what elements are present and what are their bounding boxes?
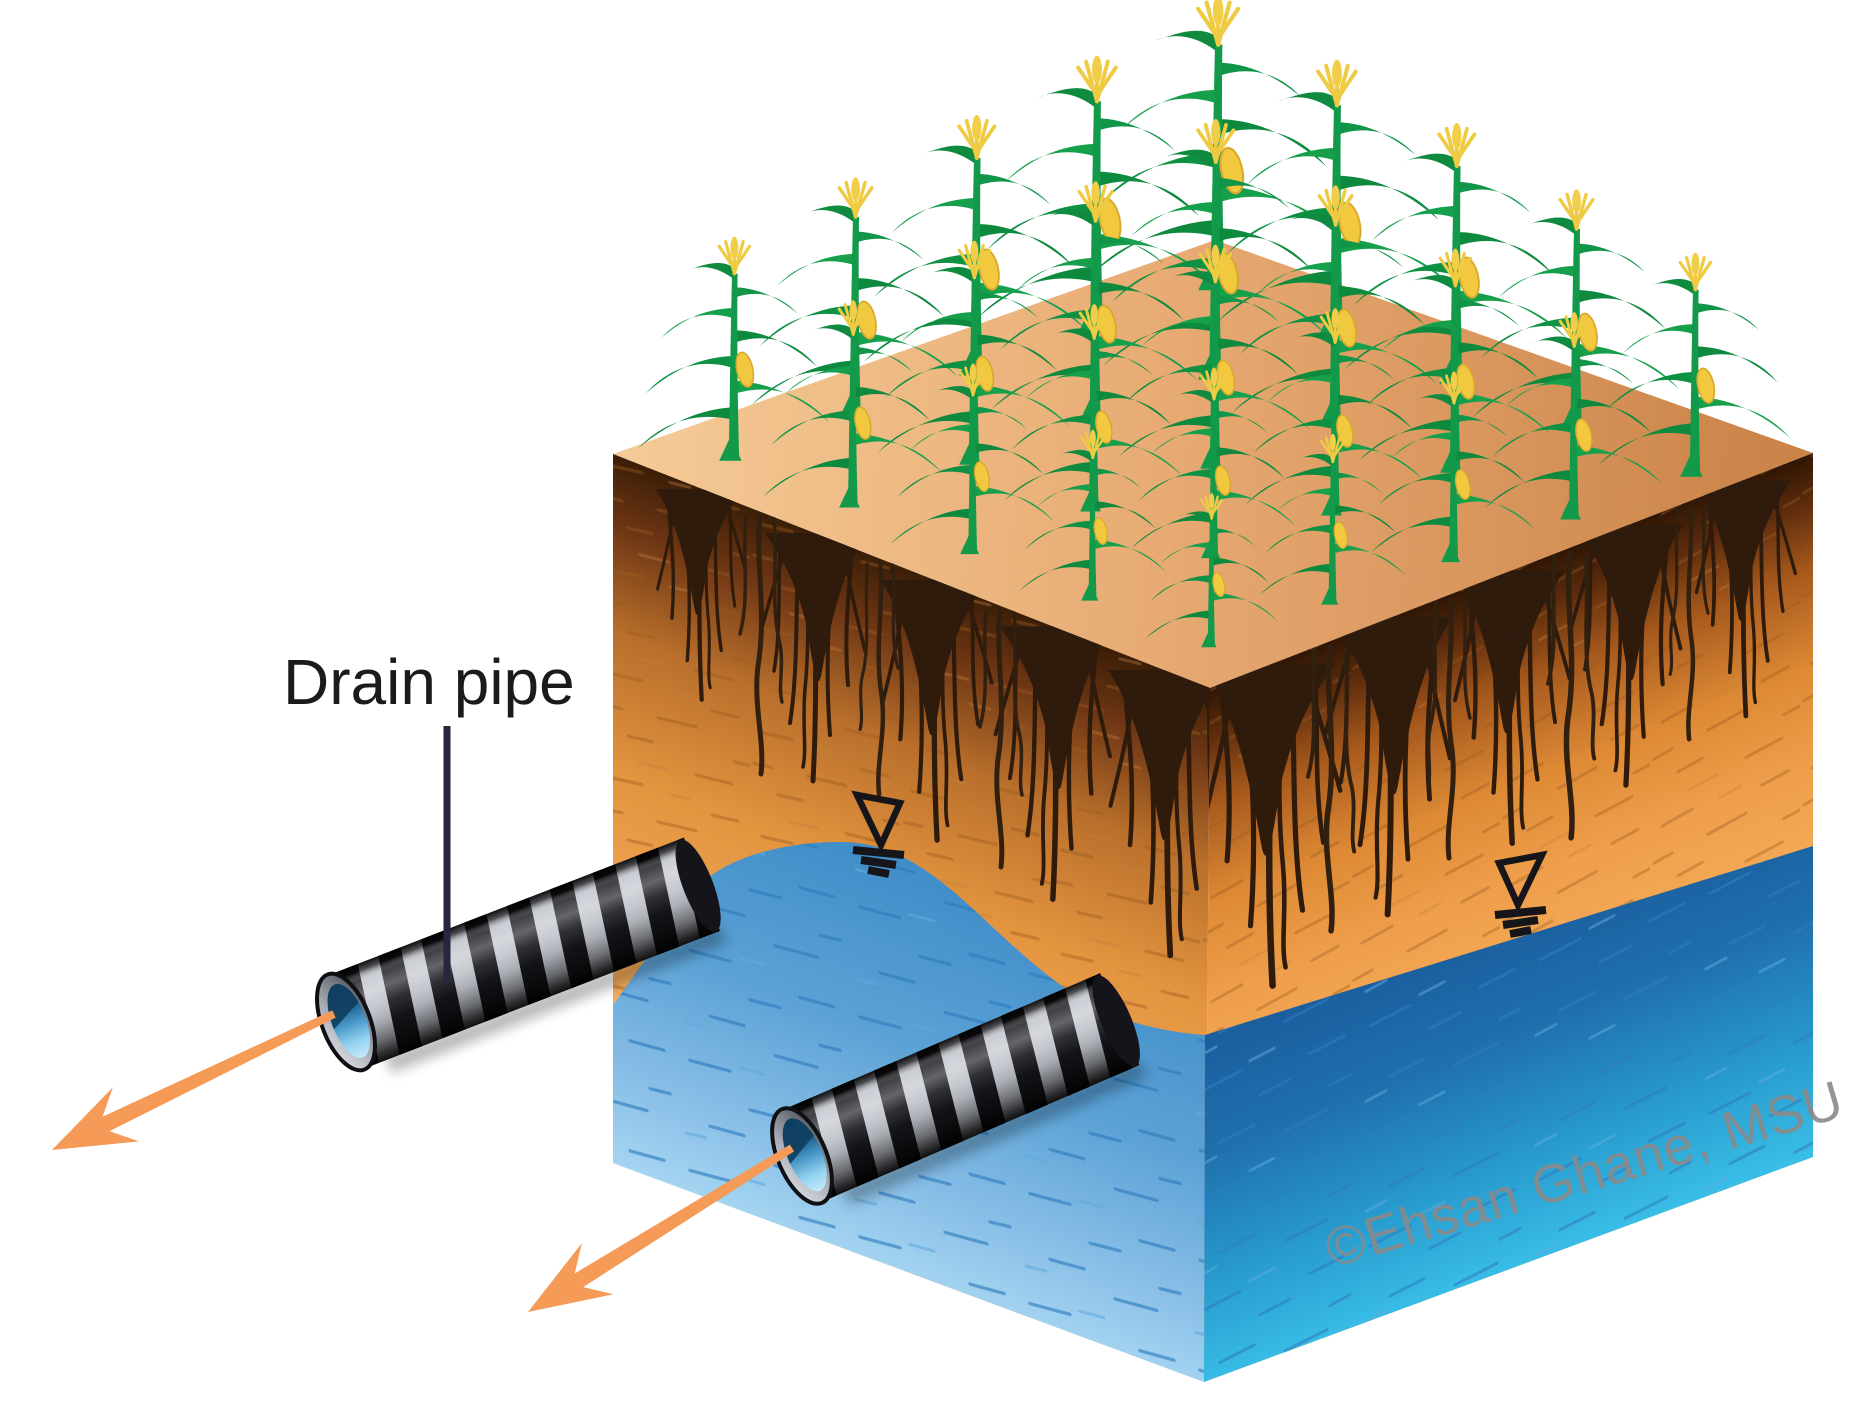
flow-arrow-lower xyxy=(528,1144,795,1312)
drain-pipes xyxy=(287,837,1147,1232)
drain-pipe-lower xyxy=(742,973,1147,1232)
flow-arrow-upper xyxy=(52,1010,336,1150)
drain-pipe-label: Drain pipe xyxy=(283,646,575,718)
drain-pipe-upper xyxy=(287,837,727,1098)
flow-arrows xyxy=(52,1010,795,1312)
